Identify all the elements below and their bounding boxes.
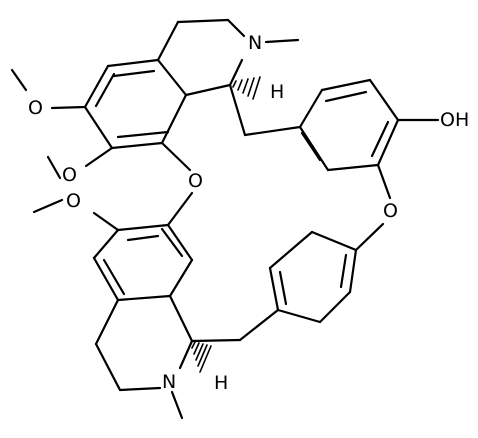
atom-o-bridge-left: O [188,170,203,192]
bonds [10,18,440,420]
atom-o-methoxy-left-mid: O [62,164,77,186]
atom-o-methoxy-left-top: O [28,97,43,119]
atom-labels: N H OH O O O O O H N [28,32,469,394]
atom-o-methoxy-left-low: O [66,190,81,212]
stereo-wedges [191,76,261,373]
atom-o-bridge-right: O [383,200,398,222]
atom-h-bottom: H [214,372,228,394]
atom-h-top: H [270,81,284,103]
atom-n-bottom: N [162,371,176,393]
atom-oh: OH [440,109,469,131]
atom-n-top: N [248,32,262,54]
